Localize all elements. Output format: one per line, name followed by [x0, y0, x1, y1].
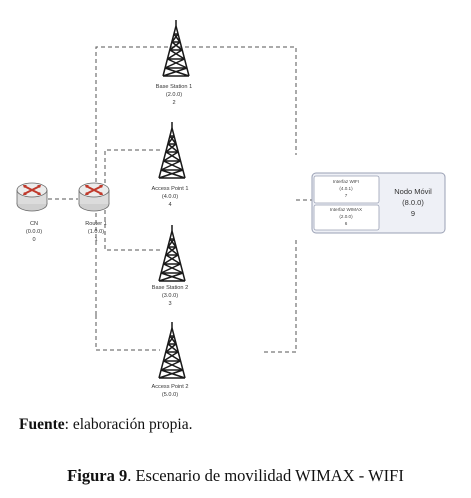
- wimax-interface-id: 6: [345, 221, 348, 226]
- network-links: [48, 46, 312, 353]
- ap2-name: Access Point 2: [152, 384, 189, 390]
- wifi-interface-box: [313, 175, 380, 204]
- cn-address: (0.0.0): [26, 229, 42, 235]
- mobile-node-address: (8.0.0): [402, 198, 424, 207]
- link-router-bs1: [95, 46, 297, 315]
- source-text: : elaboración propia.: [64, 416, 193, 433]
- bs2-name: Base Station 2: [152, 285, 188, 291]
- wifi-interface-address: (4.0.1): [339, 186, 353, 191]
- caption-label: Figura 9: [67, 466, 128, 485]
- bs1-name: Base Station 1: [156, 84, 192, 90]
- wimax-interface-address: (2.0.0): [339, 214, 353, 219]
- network-diagram: CN (0.0.0) 0 Router 1 (1.0.0) 1 Base Sta…: [16, 19, 446, 398]
- base-station-2: Base Station 2 (3.0.0) 3: [152, 224, 188, 307]
- cn-node: CN (0.0.0) 0: [16, 182, 48, 243]
- bs2-id: 3: [168, 301, 171, 307]
- mobile-node: Interfaz WIFI (4.0.1) 7 Interfaz WIMAX (…: [311, 172, 446, 234]
- caption-text: . Escenario de movilidad WIMAX - WIFI: [127, 466, 404, 485]
- figure-caption: Figura 9. Escenario de movilidad WIMAX -…: [0, 466, 471, 486]
- router-icon: [78, 182, 110, 212]
- wimax-interface-box: [313, 204, 380, 231]
- router1-address: (1.0.0): [88, 229, 104, 235]
- ap1-id: 4: [168, 202, 171, 208]
- base-station-1: Base Station 1 (2.0.0) 2: [156, 19, 192, 106]
- link-router-ap1: [104, 149, 160, 190]
- wimax-interface-name: Interfaz WIMAX: [330, 207, 362, 212]
- ap2-address: (5.0.0): [162, 392, 178, 398]
- wifi-interface-id: 7: [345, 193, 348, 198]
- cn-name: CN: [30, 221, 38, 227]
- router1-name: Router 1: [85, 221, 106, 227]
- link-bs2-to-mobile: [264, 240, 297, 353]
- source-label: Fuente: [19, 416, 65, 433]
- mobile-node-id: 9: [411, 209, 415, 218]
- antenna-tower-icon: [158, 121, 186, 179]
- bs1-id: 2: [172, 100, 175, 106]
- wifi-interface-name: Interfaz WIFI: [333, 179, 359, 184]
- mobile-node-name: Nodo Móvil: [394, 187, 432, 196]
- router-icon: [16, 182, 48, 212]
- antenna-tower-icon: [158, 224, 186, 282]
- ap1-address: (4.0.0): [162, 194, 178, 200]
- ap1-name: Access Point 1: [152, 186, 189, 192]
- bs1-address: (2.0.0): [166, 92, 182, 98]
- router1-node: Router 1 (1.0.0) 1: [78, 182, 110, 243]
- access-point-1: Access Point 1 (4.0.0) 4: [152, 121, 189, 208]
- router1-id: 1: [94, 237, 97, 243]
- bs2-address: (3.0.0): [162, 293, 178, 299]
- cn-id: 0: [32, 237, 35, 243]
- source-note: Fuente: elaboración propia.: [19, 416, 192, 434]
- antenna-tower-icon: [158, 321, 186, 379]
- link-router-bs2: [104, 210, 160, 251]
- link-router-ap2: [95, 315, 160, 351]
- access-point-2: Access Point 2 (5.0.0): [152, 321, 189, 398]
- antenna-tower-icon: [162, 19, 190, 77]
